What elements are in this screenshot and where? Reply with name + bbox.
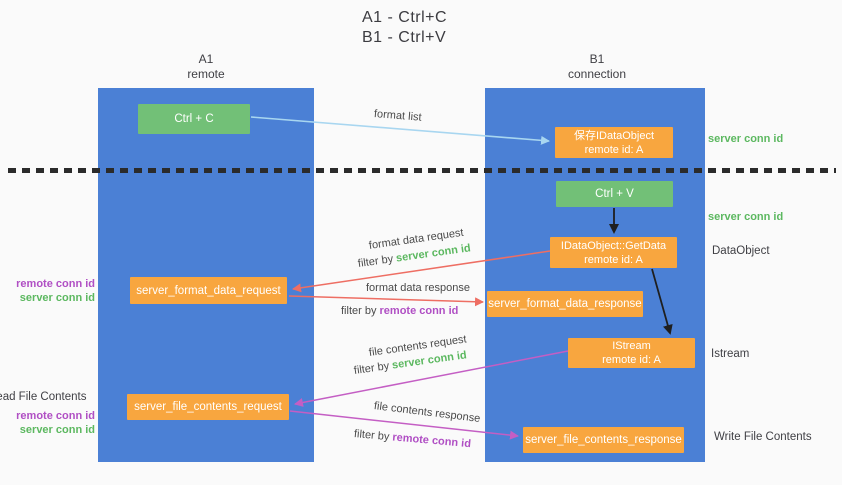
- right-istream-label: Istream: [711, 348, 750, 360]
- istream-line1: IStream: [612, 340, 651, 352]
- right-dataobject-label: DataObject: [712, 245, 770, 257]
- ctrl-v-label: Ctrl + V: [595, 188, 634, 200]
- save-dataobject-box: 保存IDataObject remote id: A: [555, 127, 673, 158]
- getdata-line1: IDataObject::GetData: [560, 239, 667, 252]
- format-response-filter-label: filter by remote conn id: [341, 305, 458, 317]
- lane-b-header: B1 connection: [537, 52, 657, 82]
- right-server-conn-id-top: server conn id: [708, 133, 784, 145]
- file-request-label: server_file_contents_request: [134, 401, 282, 413]
- file-request-box: server_file_contents_request: [127, 394, 289, 420]
- format-response-label: server_format_data_response: [488, 298, 642, 310]
- format-response-filter-key: remote conn id: [379, 305, 459, 317]
- file-response-filter-prefix: filter by: [353, 428, 393, 444]
- title-line-2: B1 - Ctrl+V: [362, 29, 447, 46]
- file-response-filter-key: remote conn id: [391, 431, 472, 451]
- file-request-filter-prefix: filter by: [353, 359, 393, 377]
- right-server-conn-id-mid: server conn id: [708, 211, 784, 223]
- format-response-arrow: [288, 295, 484, 307]
- getdata-line2: remote id: A: [584, 253, 643, 266]
- save-dataobject-line2: remote id: A: [584, 143, 644, 156]
- format-request-label: server_format_data_request: [136, 284, 281, 297]
- left-server-conn-id-2: server conn id: [19, 424, 95, 436]
- lane-b-name: B1: [589, 52, 605, 66]
- lane-a-role: remote: [187, 67, 225, 81]
- left-remote-conn-id-2: remote conn id: [16, 410, 95, 422]
- left-remote-conn-id-1: remote conn id: [16, 278, 95, 290]
- file-response-filter-label: filter by remote conn id: [353, 428, 471, 450]
- format-response-box: server_format_data_response: [487, 291, 643, 317]
- diagram-title: A1 - Ctrl+C B1 - Ctrl+V: [362, 8, 447, 48]
- ctrl-c-label: Ctrl + C: [174, 113, 214, 125]
- format-data-response-flow-label: format data response: [366, 282, 470, 294]
- lane-a-name: A1: [198, 52, 214, 66]
- getdata-box: IDataObject::GetData remote id: A: [550, 237, 677, 268]
- file-response-box: server_file_contents_response: [523, 427, 684, 453]
- lane-b-role: connection: [567, 67, 627, 81]
- left-read-file-contents-label: Read File Contents: [0, 391, 87, 403]
- save-dataobject-line1: 保存IDataObject: [573, 129, 655, 142]
- istream-box: IStream remote id: A: [568, 338, 695, 368]
- file-contents-response-flow-label: file contents response: [373, 400, 481, 425]
- istream-line2: remote id: A: [602, 354, 661, 366]
- ctrl-c-box: Ctrl + C: [138, 104, 250, 134]
- format-request-box: server_format_data_request: [130, 277, 287, 304]
- right-write-file-contents-label: Write File Contents: [714, 431, 812, 443]
- file-response-label: server_file_contents_response: [525, 434, 682, 446]
- ctrl-v-box: Ctrl + V: [556, 181, 673, 207]
- format-request-filter-prefix: filter by: [357, 252, 397, 270]
- session-divider-line: [8, 168, 836, 173]
- title-line-1: A1 - Ctrl+C: [362, 9, 448, 26]
- lane-a-header: A1 remote: [146, 52, 266, 82]
- format-response-filter-prefix: filter by: [341, 305, 380, 317]
- format-list-flow-label: format list: [373, 108, 423, 124]
- left-server-conn-id-1: server conn id: [19, 292, 95, 304]
